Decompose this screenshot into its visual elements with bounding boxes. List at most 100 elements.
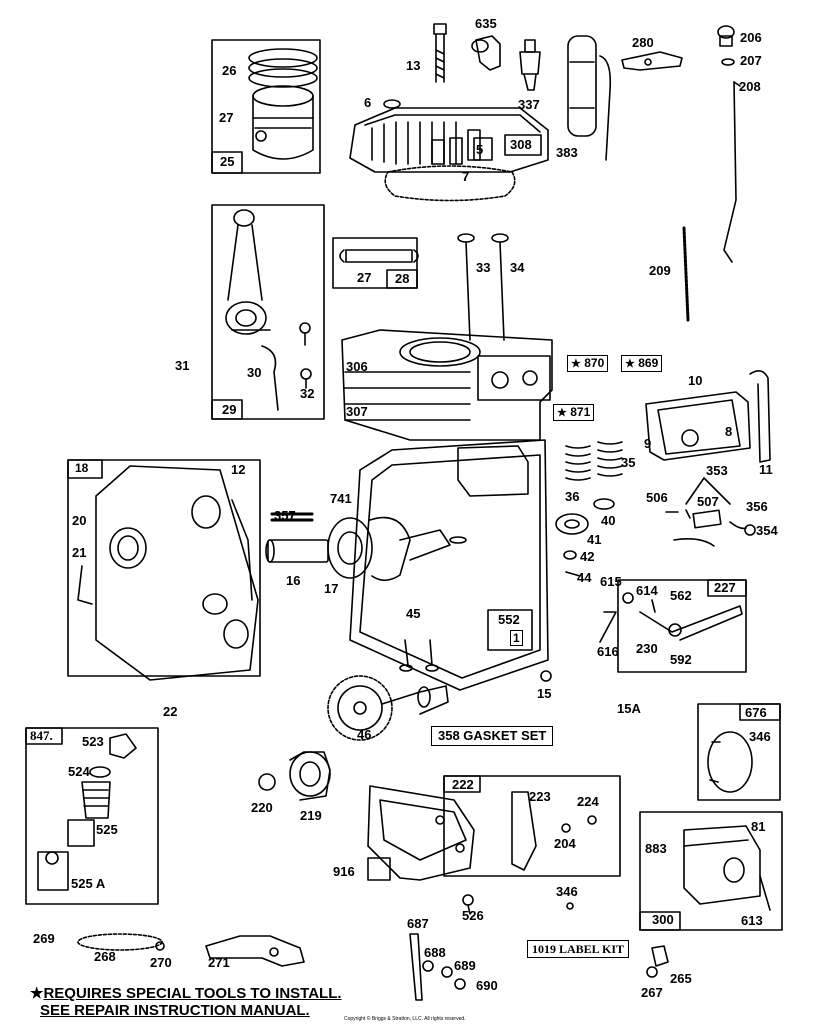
part-label-20: 20 [72,513,87,528]
valves [457,233,509,341]
part-label-206: 206 [740,30,762,45]
part-label-613: 613 [741,913,763,928]
part-label-22: 22 [163,704,178,719]
part-label-12: 12 [231,462,246,477]
part-label-33: 33 [476,260,491,275]
part-label-34: 34 [510,260,525,275]
part-label-17: 17 [324,581,339,596]
part-label-676: 676 [745,705,767,720]
part-label-506: 506 [646,490,668,505]
part-label-616: 616 [597,644,619,659]
part-label-81: 81 [751,819,766,834]
part-label-40: 40 [601,513,616,528]
copyright-text: Copyright © Briggs & Stratton, LLC. All … [344,1016,466,1022]
part-label-31: 31 [175,358,190,373]
part-label-562: 562 [670,588,692,603]
part-number: 869 [638,356,659,370]
part-label-7: 7 [462,169,470,184]
part-label-300: 300 [652,912,674,927]
governor-lever-parts [665,477,756,547]
cover-676-box [697,703,781,801]
part-label-41: 41 [587,532,602,547]
part-label-30: 30 [247,365,262,380]
part-label-11: 11 [759,462,773,477]
part-label-523: 523 [82,734,104,749]
part-label-35: 35 [621,455,636,470]
part-label-916: 916 [333,864,355,879]
part-label-45: 45 [406,606,421,621]
gasket-set-label: 358 GASKET SET [431,726,554,746]
control-bracket-box [367,775,621,881]
part-label-219: 219 [300,808,322,823]
fitting-kit-box [25,727,159,905]
special-tool-star: ★ [571,358,581,370]
part-label-346-cover: 346 [749,729,771,744]
part-label-690: 690 [476,978,498,993]
part-label-635: 635 [475,16,497,31]
crankshaft [265,512,451,582]
part-label-1: 1 [510,630,523,646]
part-label-227: 227 [714,580,736,595]
part-label-8: 8 [725,424,733,439]
part-label-21: 21 [72,545,87,560]
part-label-688: 688 [424,945,446,960]
part-label-354: 354 [756,523,778,538]
part-label-222: 222 [452,777,474,792]
part-label-280: 280 [632,35,654,50]
part-label-32: 32 [300,386,315,401]
part-label-847: 847. [30,728,53,743]
part-label-526: 526 [462,908,484,923]
governor-gear [258,751,331,801]
part-label-15: 15 [537,686,552,701]
head-bolts-and-plugs [433,23,683,161]
part-label-689: 689 [454,958,476,973]
valve-springs [555,441,623,577]
part-label-507: 507 [697,494,719,509]
part-label-270: 270 [150,955,172,970]
wrist-pin-box [332,237,419,289]
part-label-337: 337 [518,97,540,112]
part-label-357: 357 [274,508,296,523]
note-line-1: REQUIRES SPECIAL TOOLS TO INSTALL. [43,985,342,1002]
part-label-44: 44 [577,570,592,585]
part-label-346: 346 [556,884,578,899]
note-line-2: SEE REPAIR INSTRUCTION MANUAL. [40,1002,310,1019]
part-label-269: 269 [33,931,55,946]
part-label-36: 36 [565,489,580,504]
part-label-883: 883 [645,841,667,856]
special-tool-star: ★ [557,407,567,419]
part-label-524: 524 [68,764,90,779]
part-label-308: 308 [510,137,532,152]
part-label-209: 209 [649,263,671,278]
special-tool-star: ★ [625,358,635,370]
part-label-13: 13 [406,58,421,73]
special-tools-note: ★REQUIRES SPECIAL TOOLS TO INSTALL. [30,985,342,1002]
part-label-15a: 15A [617,701,641,716]
part-label-741: 741 [330,491,352,506]
part-label-306: 306 [346,359,368,374]
part-label-28: 28 [395,271,410,286]
part-label-204: 204 [554,836,576,851]
part-label-614: 614 [636,583,658,598]
part-label-687: 687 [407,916,429,931]
part-label-525a: 525 A [71,876,106,891]
part-label-46: 46 [357,727,372,742]
part-label-220: 220 [251,800,273,815]
connecting-rod-assembly [211,204,325,420]
part-label-869: ★ 869 [621,355,663,372]
label-kit-box: 1019 LABEL KIT [527,940,630,958]
part-label-5: 5 [476,142,484,157]
part-label-383: 383 [556,145,578,160]
part-label-208: 208 [739,79,761,94]
part-label-9: 9 [644,436,652,451]
part-label-224: 224 [577,794,599,809]
part-label-223: 223 [529,789,551,804]
part-label-27-ring: 27 [219,110,234,125]
part-label-10: 10 [688,373,703,388]
part-label-207: 207 [740,53,762,68]
cylinder-block [341,329,553,691]
part-label-27-pin: 27 [357,270,372,285]
part-number: 871 [570,405,591,419]
crankcase-cover [67,459,261,681]
